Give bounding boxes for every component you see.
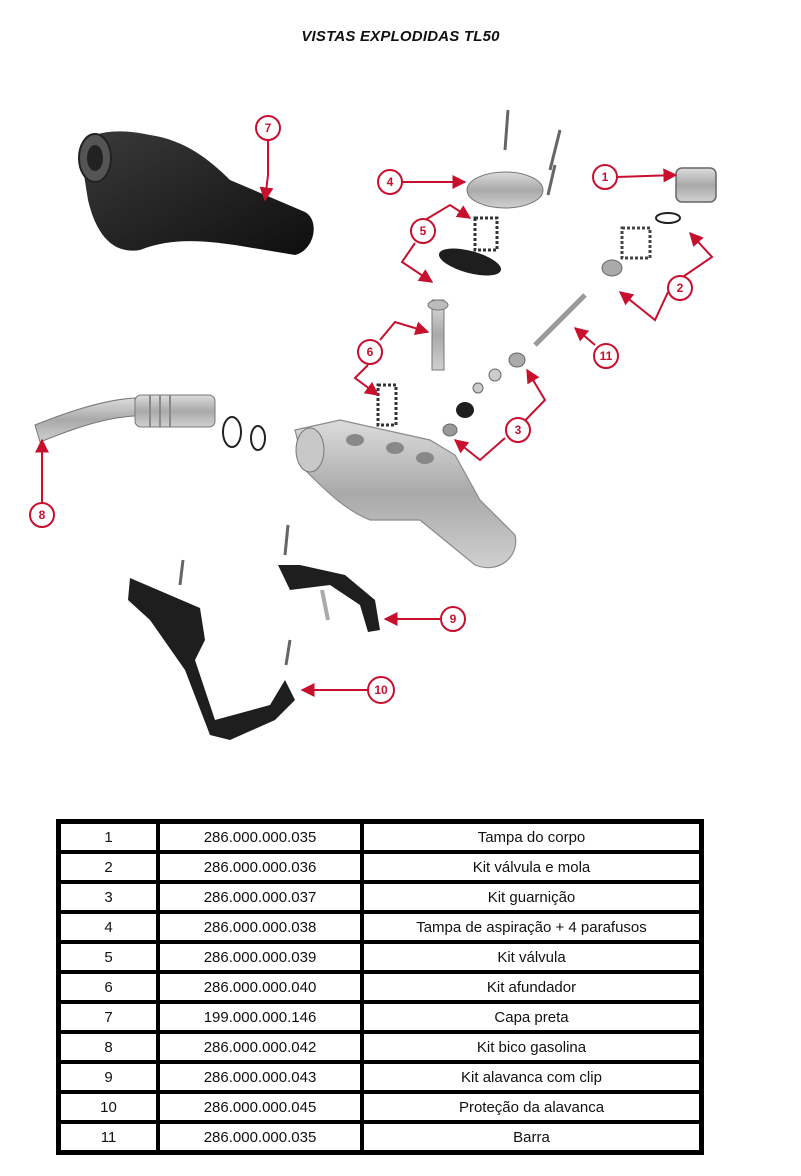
valve-spring-part — [601, 226, 652, 277]
part-description: Kit bico gasolina — [362, 1032, 701, 1062]
part-code: 286.000.000.036 — [158, 852, 362, 882]
item-number: 1 — [59, 822, 158, 852]
part-code: 286.000.000.040 — [158, 972, 362, 1002]
parts-table: 1 286.000.000.035 Tampa do corpo 2 286.0… — [56, 819, 704, 1155]
bar-part — [533, 293, 587, 347]
table-row: 1 286.000.000.035 Tampa do corpo — [59, 822, 701, 852]
body-cap-part — [655, 167, 717, 224]
spout-part — [34, 394, 266, 451]
plunger-kit-part — [376, 299, 449, 427]
part-description: Barra — [362, 1122, 701, 1152]
part-description: Kit guarnição — [362, 882, 701, 912]
part-code: 286.000.000.038 — [158, 912, 362, 942]
callout-5-arrow-b — [400, 242, 434, 283]
callout-3-arrow-b — [453, 437, 506, 462]
callout-6-arrow-a — [379, 320, 430, 341]
part-description: Tampa de aspiração + 4 parafusos — [362, 912, 701, 942]
callout-5: 5 — [410, 218, 436, 244]
item-number: 11 — [59, 1122, 158, 1152]
callout-2: 2 — [667, 275, 693, 301]
callout-11-arrow — [573, 327, 596, 346]
item-number: 3 — [59, 882, 158, 912]
item-number: 6 — [59, 972, 158, 1002]
svg-text:1: 1 — [602, 170, 609, 184]
callout-10: 10 — [367, 676, 395, 704]
page-title: VISTAS EXPLODIDAS TL50 — [301, 28, 500, 45]
table-row: 4 286.000.000.038 Tampa de aspiração + 4… — [59, 912, 701, 942]
table-row: 9 286.000.000.043 Kit alavanca com clip — [59, 1062, 701, 1092]
callout-9: 9 — [440, 606, 466, 632]
callout-11: 11 — [593, 343, 619, 369]
callout-7-arrow — [259, 140, 274, 202]
table-row: 10 286.000.000.045 Proteção da alavanca — [59, 1092, 701, 1122]
part-code: 286.000.000.037 — [158, 882, 362, 912]
item-number: 8 — [59, 1032, 158, 1062]
seal-kit-part — [442, 352, 526, 437]
svg-text:4: 4 — [387, 175, 394, 189]
table-row: 6 286.000.000.040 Kit afundador — [59, 972, 701, 1002]
item-number: 9 — [59, 1062, 158, 1092]
callout-6-arrow-b — [353, 364, 380, 396]
svg-text:5: 5 — [420, 224, 427, 238]
table-row: 5 286.000.000.039 Kit válvula — [59, 942, 701, 972]
svg-text:9: 9 — [450, 612, 457, 626]
callout-1: 1 — [592, 164, 618, 190]
svg-text:3: 3 — [515, 423, 522, 437]
item-number: 2 — [59, 852, 158, 882]
part-code: 286.000.000.035 — [158, 822, 362, 852]
svg-text:10: 10 — [374, 683, 388, 697]
table-row: 3 286.000.000.037 Kit guarnição — [59, 882, 701, 912]
part-code: 286.000.000.035 — [158, 1122, 362, 1152]
part-code: 286.000.000.043 — [158, 1062, 362, 1092]
callout-1-arrow — [615, 168, 678, 183]
part-description: Tampa do corpo — [362, 822, 701, 852]
exploded-view-diagram: 1 2 3 4 5 6 7 8 9 10 11 — [29, 109, 717, 740]
item-number: 7 — [59, 1002, 158, 1032]
item-number: 5 — [59, 942, 158, 972]
nozzle-body-part — [294, 419, 517, 569]
callout-6: 6 — [357, 339, 383, 365]
part-code: 286.000.000.045 — [158, 1092, 362, 1122]
callout-5-arrow-a — [419, 203, 472, 224]
svg-text:2: 2 — [677, 281, 684, 295]
part-description: Proteção da alavanca — [362, 1092, 701, 1122]
part-code: 199.000.000.146 — [158, 1002, 362, 1032]
part-description: Kit alavanca com clip — [362, 1062, 701, 1092]
part-description: Kit afundador — [362, 972, 701, 1002]
callout-7: 7 — [255, 115, 281, 141]
callout-2-arrow-b — [618, 291, 669, 322]
table-row: 8 286.000.000.042 Kit bico gasolina — [59, 1032, 701, 1062]
table-row: 7 199.000.000.146 Capa preta — [59, 1002, 701, 1032]
valve-kit-part — [438, 216, 502, 276]
svg-text:11: 11 — [600, 349, 613, 363]
item-number: 10 — [59, 1092, 158, 1122]
callout-3: 3 — [505, 417, 531, 443]
callout-8: 8 — [29, 502, 55, 528]
item-number: 4 — [59, 912, 158, 942]
part-description: Capa preta — [362, 1002, 701, 1032]
aspiration-cover-part — [466, 109, 562, 209]
part-code: 286.000.000.039 — [158, 942, 362, 972]
table-row: 2 286.000.000.036 Kit válvula e mola — [59, 852, 701, 882]
part-description: Kit válvula e mola — [362, 852, 701, 882]
part-description: Kit válvula — [362, 942, 701, 972]
svg-text:8: 8 — [39, 508, 46, 522]
part-code: 286.000.000.042 — [158, 1032, 362, 1062]
lever-guard-part — [128, 559, 295, 740]
callouts: 1 2 3 4 5 6 7 8 9 10 11 — [29, 115, 693, 704]
black-cover-part — [78, 131, 314, 255]
svg-text:6: 6 — [367, 345, 374, 359]
callout-4: 4 — [377, 169, 403, 195]
lever-clip-part — [278, 524, 380, 632]
table-row: 11 286.000.000.035 Barra — [59, 1122, 701, 1152]
svg-text:7: 7 — [265, 121, 272, 135]
